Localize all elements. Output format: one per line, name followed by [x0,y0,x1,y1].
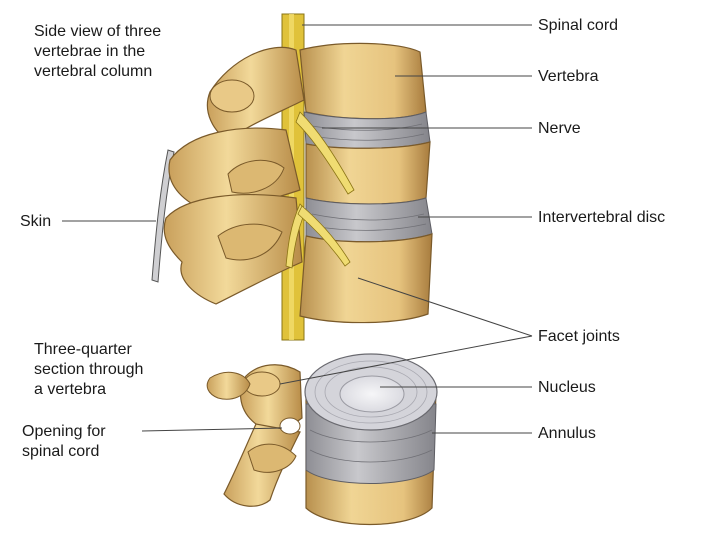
spinous-process-section [206,371,251,400]
three-quarter-vertebra [206,353,438,526]
nerve-root-lower [285,203,307,269]
label-facet-joints: Facet joints [538,328,620,345]
label-intervertebral-disc: Intervertebral disc [538,209,666,226]
skin-layer [151,149,175,283]
leader-opening [141,427,283,432]
side-view-spine [151,13,433,341]
vertebral-body-bottom [299,233,433,324]
spinal-canal-opening [279,417,301,435]
label-annulus: Annulus [538,425,596,442]
leader-facet-joints [357,277,533,337]
label-skin: Skin [20,213,52,230]
label-three-quarter-line3: a vertebra [34,381,107,398]
label-nerve: Nerve [538,120,581,137]
vertebral-body-top [299,42,427,120]
posterior-process-top [206,46,305,141]
label-nucleus: Nucleus [538,379,596,396]
label-opening-line1: Opening for [22,423,106,440]
label-vertebra: Vertebra [538,68,599,85]
label-side-view-line3: vertebral column [34,63,153,80]
label-spinal-cord: Spinal cord [538,17,619,34]
label-side-view-line1: Side view of three [34,23,162,40]
leader-lines [62,24,533,434]
label-three-quarter-line1: Three-quarter [34,341,132,358]
label-opening-line2: spinal cord [22,443,100,460]
label-side-view-line2: vertebrae in the [34,43,146,60]
nucleus-pulposus [339,375,405,413]
leader-facet-joints-lower [279,335,533,385]
label-three-quarter-line2: section through [34,361,144,378]
nerve-root-upper [295,111,355,195]
